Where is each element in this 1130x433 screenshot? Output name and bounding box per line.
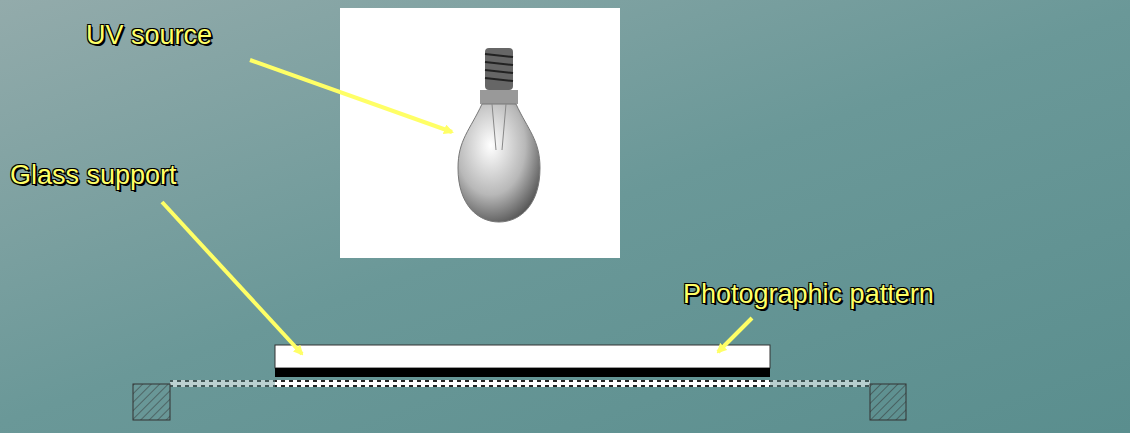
callout-label: UV source [86,20,212,51]
photographic-pattern [275,368,770,377]
callout-label: Photographic pattern [683,279,934,310]
support-block [133,384,170,420]
leader-arrow [250,60,452,132]
uv-lamp [340,8,620,258]
callout-label: Glass support [10,160,177,191]
photoresist-layer [170,380,870,387]
photoresist-layer [275,380,770,387]
glass-support [275,345,770,368]
support-block [870,384,906,420]
leader-arrow [162,202,302,354]
leader-arrow [718,318,752,352]
